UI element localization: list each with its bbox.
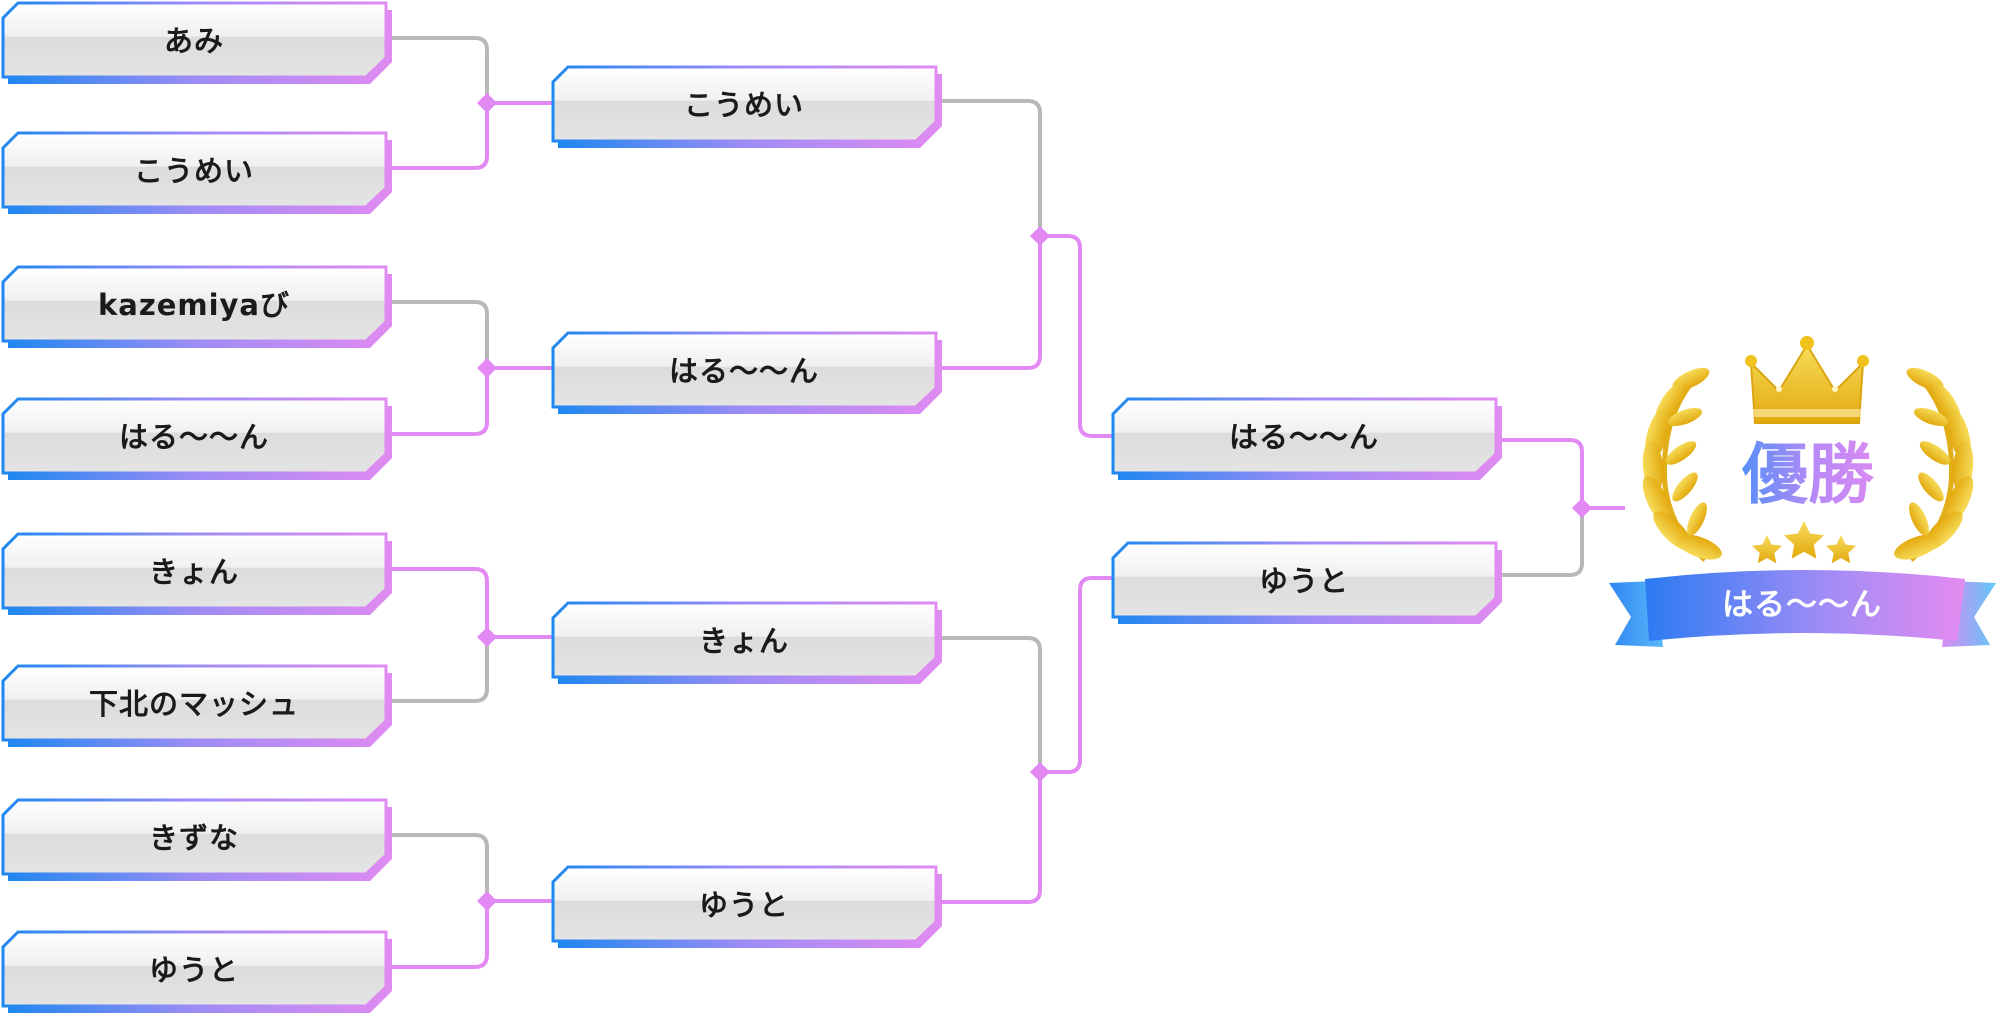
player-name: ゆうと <box>1258 564 1349 598</box>
semifinal-player: はる〜〜ん <box>1111 397 1502 480</box>
semifinal-player: ゆうと <box>1111 541 1502 624</box>
champion-name: はる〜〜ん <box>1722 587 1882 623</box>
champion-emblem: 優勝 はる〜〜ん <box>1605 335 2000 655</box>
player-name: きょん <box>148 555 239 589</box>
crown-icon <box>1745 336 1869 424</box>
player-name: こうめい <box>683 88 804 122</box>
winner-line <box>390 567 489 637</box>
round2-player: ゆうと <box>551 865 942 948</box>
winner-line <box>390 901 489 969</box>
winner-line <box>940 772 1042 904</box>
player-name: はる〜〜ん <box>118 420 269 454</box>
player-name: ゆうと <box>698 888 789 922</box>
ribbon-icon <box>1609 570 1996 647</box>
player-name: はる〜〜ん <box>668 354 819 388</box>
loser-line <box>390 637 489 703</box>
player-name: こうめい <box>133 154 254 188</box>
match-node <box>1030 226 1050 246</box>
round1-player: あみ <box>1 1 392 84</box>
round1-player: きずな <box>1 798 392 881</box>
player-name: ゆうと <box>148 953 239 987</box>
round2-player: きょん <box>551 601 942 684</box>
loser-line <box>940 636 1042 772</box>
match-node <box>477 627 497 647</box>
round2-player: こうめい <box>551 65 942 148</box>
match-node <box>477 93 497 113</box>
champion-title: 優勝 <box>1723 435 1893 515</box>
player-name: kazemiyaび <box>97 288 291 322</box>
player-name: あみ <box>163 24 224 58</box>
match-node <box>1572 498 1592 518</box>
round1-player: kazemiyaび <box>1 265 392 348</box>
winner-line <box>390 103 489 170</box>
match-node <box>1030 762 1050 782</box>
laurel-right-icon <box>1894 367 1974 562</box>
player-name: 下北のマッシュ <box>88 687 299 721</box>
winner-line <box>1502 438 1584 508</box>
match-node <box>477 358 497 378</box>
round1-player: 下北のマッシュ <box>1 664 392 747</box>
winner-line <box>940 236 1042 370</box>
loser-line <box>390 300 489 368</box>
advance-line <box>1040 576 1112 774</box>
player-name: きずな <box>148 821 239 855</box>
player-name: きょん <box>698 624 789 658</box>
laurel-left-icon <box>1642 367 1722 562</box>
round1-player: ゆうと <box>1 930 392 1013</box>
star-icon <box>1752 521 1856 564</box>
advance-line <box>1040 234 1112 438</box>
loser-line <box>1502 508 1584 577</box>
loser-line <box>390 36 489 103</box>
player-name: はる〜〜ん <box>1228 420 1379 454</box>
round1-player: きょん <box>1 532 392 615</box>
round2-player: はる〜〜ん <box>551 331 942 414</box>
round1-player: はる〜〜ん <box>1 397 392 480</box>
loser-line <box>390 833 489 901</box>
round1-player: こうめい <box>1 131 392 214</box>
match-node <box>477 891 497 911</box>
loser-line <box>940 99 1042 236</box>
winner-line <box>390 368 489 436</box>
